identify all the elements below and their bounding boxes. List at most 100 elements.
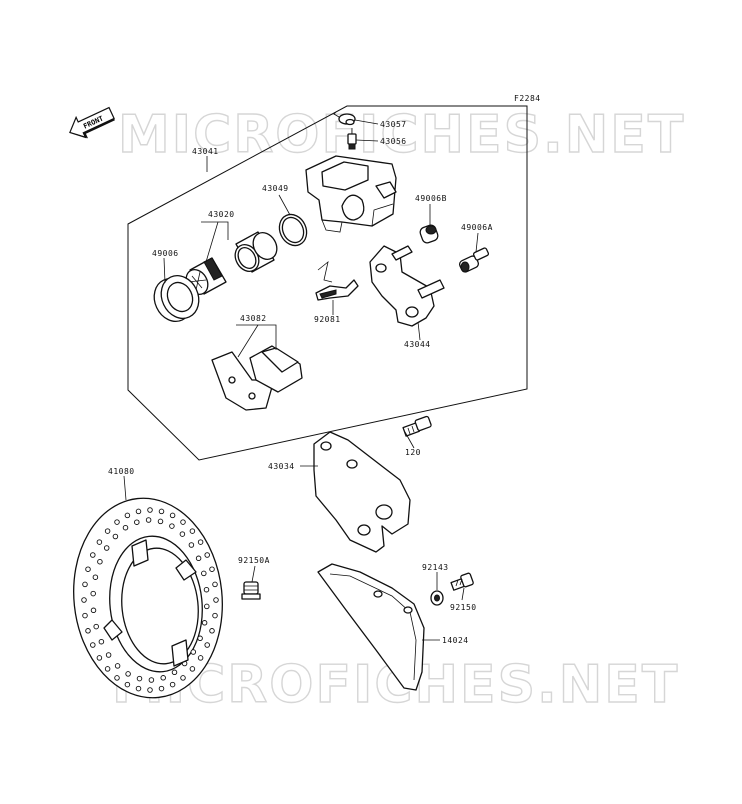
- callout-92143: 92143: [422, 563, 449, 572]
- disc-hole: [169, 523, 175, 529]
- disc-hole: [209, 566, 215, 572]
- disc-hole: [212, 581, 218, 588]
- leader-lines: [123, 119, 479, 641]
- disc-hole: [124, 681, 131, 688]
- disc-hole: [104, 528, 111, 534]
- piston-seal-43049: [278, 213, 308, 247]
- disc-hole: [125, 671, 131, 677]
- disc-hole: [209, 628, 215, 634]
- disc-hole: [197, 635, 203, 642]
- bleeder-valve-43056: [347, 128, 357, 150]
- disc-hole: [85, 566, 91, 572]
- callout-43082: 43082: [240, 314, 267, 323]
- disc-hole: [189, 528, 196, 534]
- disc-hole: [98, 638, 105, 645]
- disc-hole: [145, 517, 152, 523]
- callout-92150A: 92150A: [238, 556, 270, 565]
- disc-hole: [188, 542, 195, 548]
- disc-hole: [105, 652, 112, 658]
- callout-43041: 43041: [192, 147, 219, 156]
- pad-spring-92081: [315, 260, 359, 301]
- disc-hole: [213, 597, 219, 603]
- disc-hole: [81, 597, 87, 603]
- callout-43057: 43057: [380, 120, 407, 129]
- disc-hole: [148, 677, 155, 683]
- disc-hole: [203, 586, 210, 593]
- disc-hole: [114, 663, 121, 669]
- boot-49006B: [419, 224, 439, 244]
- disc-hole: [169, 681, 176, 688]
- disc-hole: [97, 558, 103, 565]
- disc-hole: [103, 545, 110, 551]
- disc-hole: [204, 603, 210, 610]
- disc-hole: [201, 570, 207, 577]
- disc-hole: [96, 655, 103, 661]
- disc-hole: [104, 666, 111, 672]
- dust-seal-49006: [153, 275, 200, 322]
- disc-hole: [169, 512, 176, 519]
- caliper-bracket-43044: [369, 245, 445, 327]
- disc-holes: [81, 507, 219, 693]
- disc-hole: [179, 531, 186, 537]
- disc-hole: [212, 612, 218, 619]
- callout-49006B: 49006B: [415, 194, 447, 203]
- disc-hole: [90, 607, 97, 614]
- disc-hole: [197, 655, 204, 661]
- disc-hole: [134, 519, 140, 525]
- disc-hole: [158, 685, 165, 692]
- disc-hole: [180, 675, 186, 681]
- callout-14024: 14024: [442, 636, 469, 645]
- disc-hole: [82, 612, 88, 619]
- figure-code: F2284: [514, 94, 541, 103]
- disc-hole: [195, 555, 202, 562]
- boot-49006A: [458, 247, 490, 273]
- callout-92081: 92081: [314, 315, 341, 324]
- callout-43056: 43056: [380, 137, 407, 146]
- disc-hole: [92, 574, 99, 580]
- callout-43044: 43044: [404, 340, 431, 349]
- bolt-92150: [450, 572, 474, 591]
- disc-hole: [135, 685, 142, 692]
- callout-120: 120: [405, 448, 421, 457]
- disc-hole: [147, 687, 153, 693]
- callout-43049: 43049: [262, 184, 289, 193]
- bolt-92150A: [241, 581, 261, 600]
- collar-92143: [430, 590, 444, 606]
- disc-hole: [135, 508, 142, 515]
- callout-92150: 92150: [450, 603, 477, 612]
- bolt-120: [402, 415, 432, 437]
- disc-hole: [158, 508, 165, 515]
- callout-43020: 43020: [208, 210, 235, 219]
- callout-49006: 49006: [152, 249, 179, 258]
- disc-hole: [189, 666, 196, 672]
- disc-hole: [197, 539, 204, 545]
- caliper-mount-43034: [313, 431, 411, 553]
- disc-hole: [93, 623, 99, 630]
- disc-hole: [122, 524, 129, 531]
- disc-hole: [204, 642, 210, 648]
- front-arrow: FRONT: [69, 106, 115, 139]
- disc-hole: [136, 675, 143, 682]
- disc-hole: [82, 581, 88, 588]
- disc-hole: [85, 628, 91, 634]
- disc-hole: [157, 518, 164, 525]
- bleeder-cap-43057: [333, 111, 356, 126]
- callout-49006A: 49006A: [461, 223, 493, 232]
- insulator-43020: [185, 257, 227, 295]
- disc-hole: [204, 552, 210, 558]
- callout-43034: 43034: [268, 462, 295, 471]
- watermark-top: MICROFICHES.NET: [118, 105, 685, 165]
- disc-hole: [90, 642, 96, 648]
- disc-hole: [147, 507, 153, 513]
- disc-hole: [112, 533, 119, 540]
- brake-pads-43082: [211, 345, 303, 411]
- disc-hole: [90, 552, 96, 558]
- disc-hole: [124, 512, 131, 519]
- piston-43020: [234, 231, 278, 273]
- disc-hole: [96, 539, 103, 545]
- disc-hole: [180, 519, 186, 525]
- callout-41080: 41080: [108, 467, 135, 476]
- disc-guard-14024: [317, 563, 425, 691]
